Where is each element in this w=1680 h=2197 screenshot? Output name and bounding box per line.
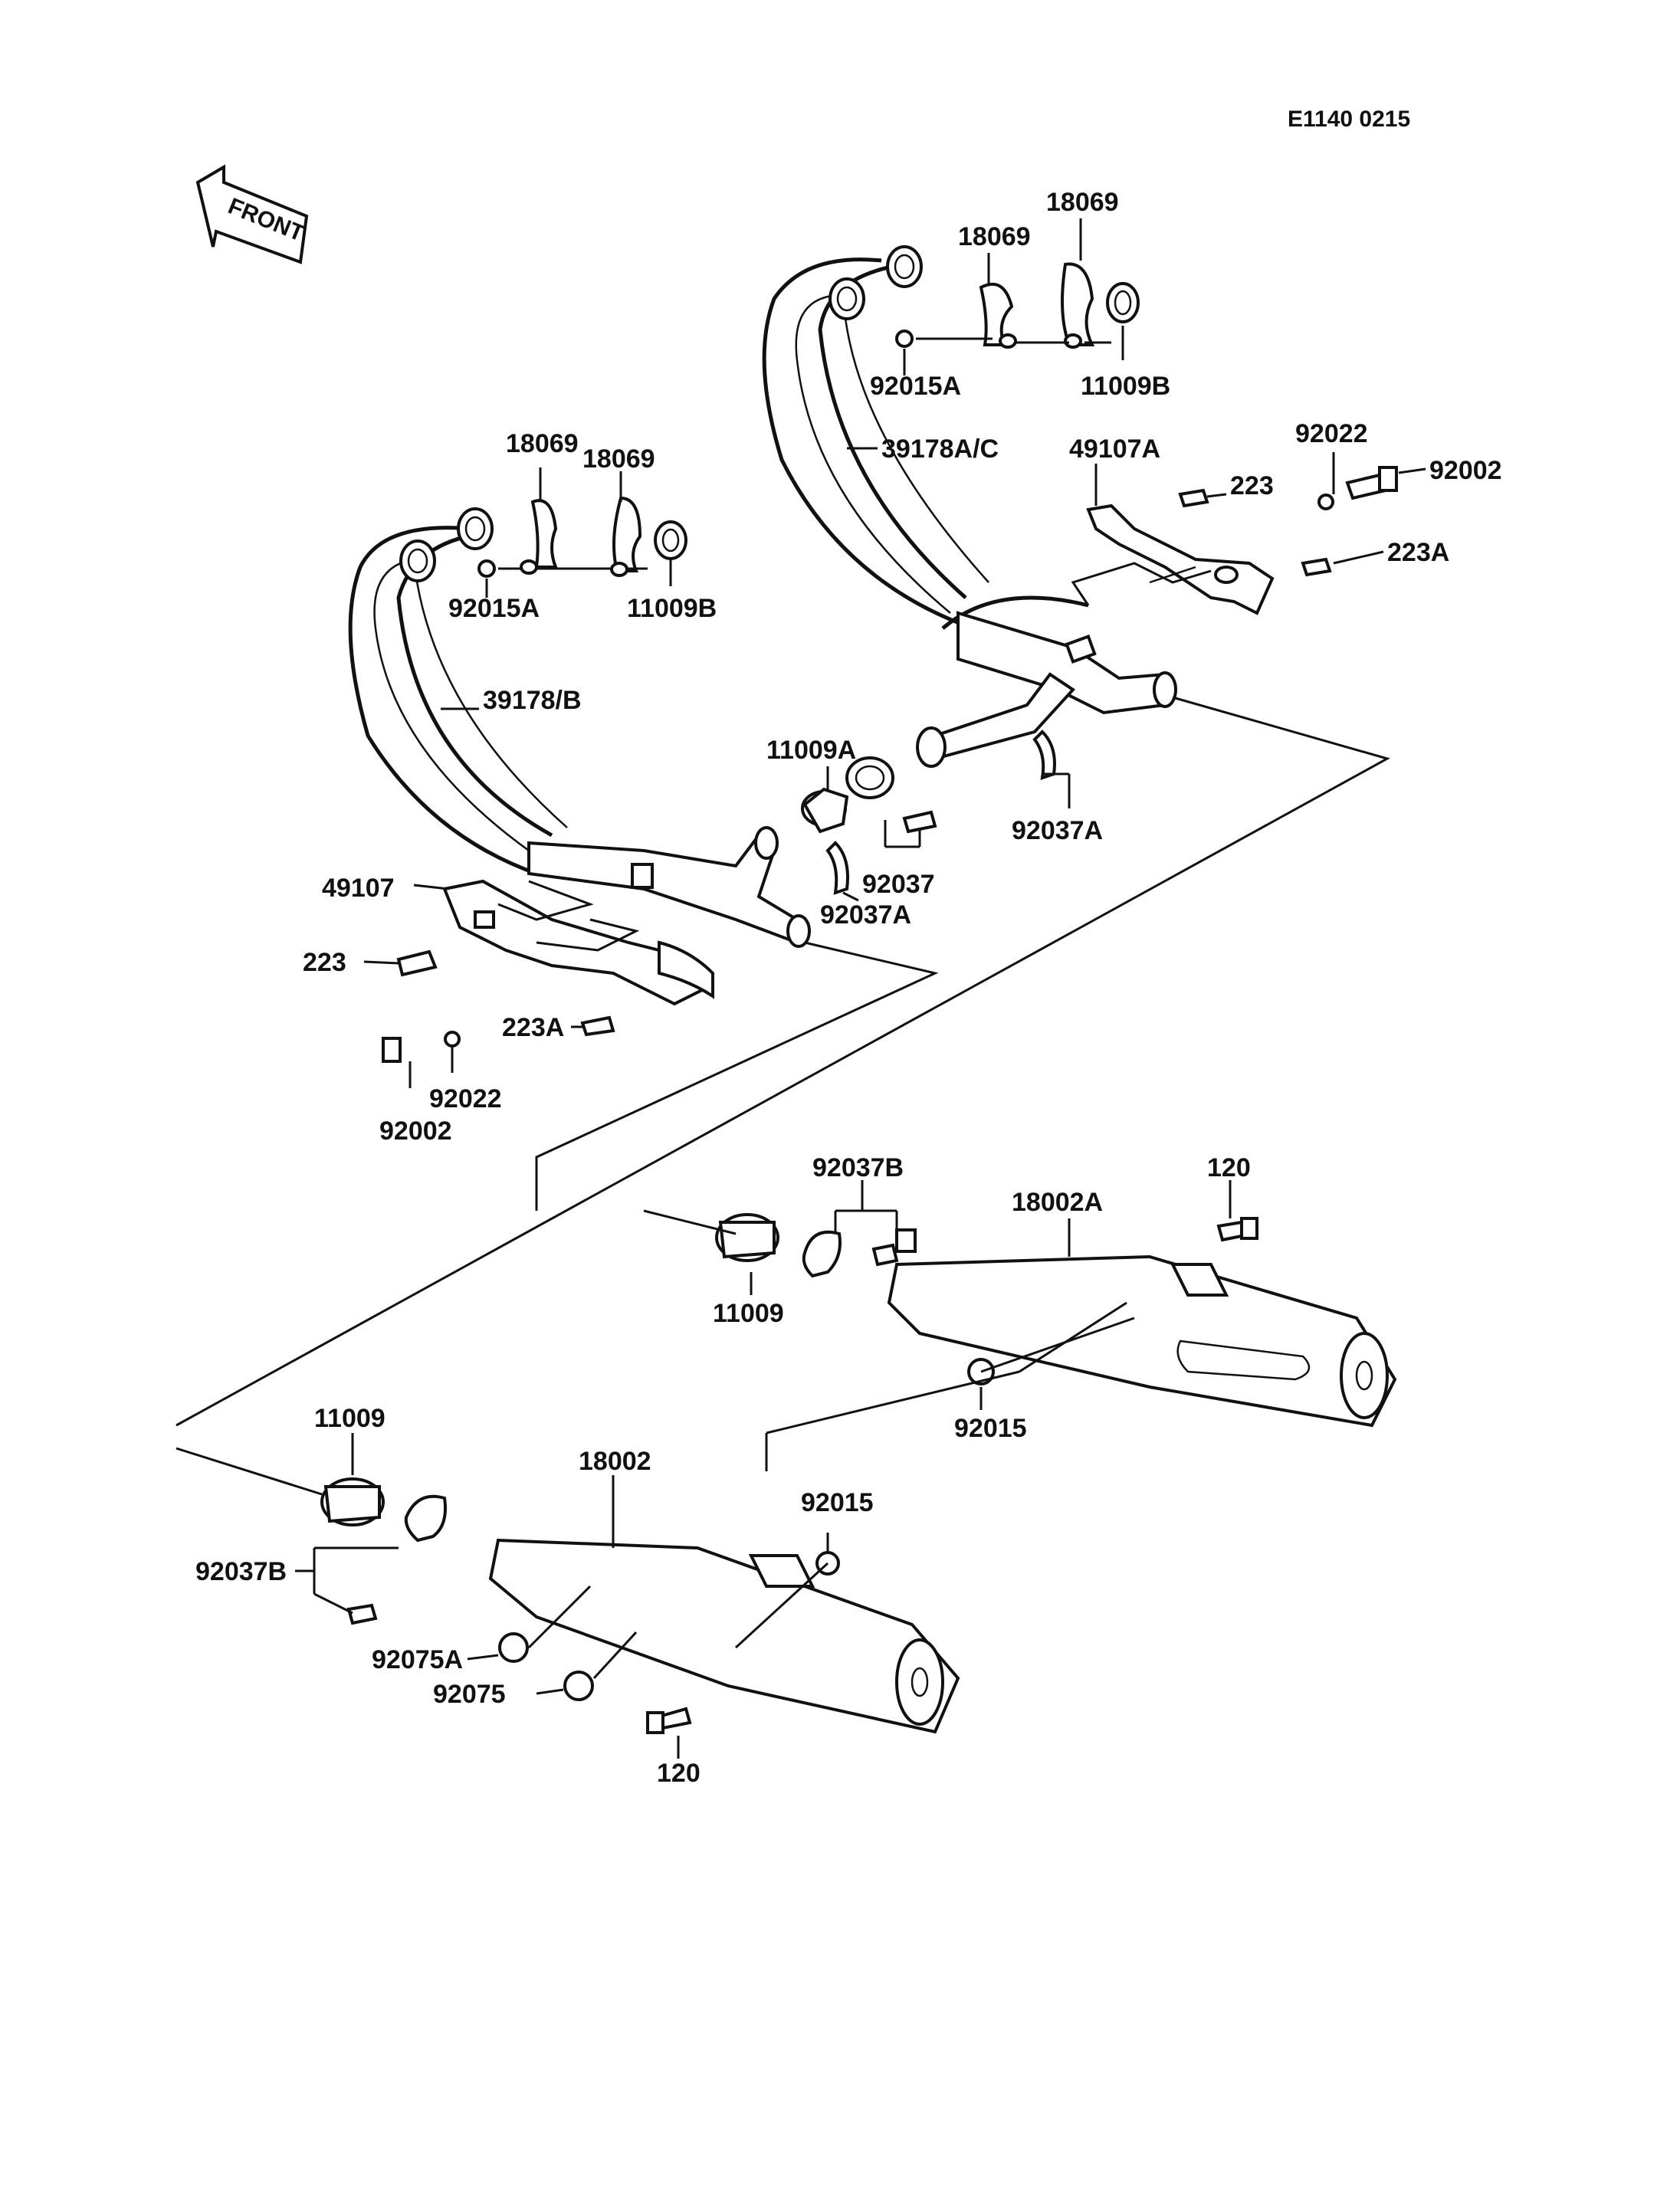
label-18002A: 18002A (1012, 1188, 1103, 1217)
label-223A: 223A (502, 1013, 564, 1042)
label-92037B: 92037B (812, 1153, 904, 1182)
label-11009B: 11009B (1081, 372, 1170, 401)
header-pipe-right (762, 245, 1177, 768)
label-92075A: 92075A (372, 1645, 463, 1674)
clamp-right-upper (895, 262, 1140, 349)
label-11009: 11009 (713, 1299, 784, 1328)
clamp-left-upper (477, 496, 687, 578)
connectors-middle (801, 730, 1056, 895)
muffler-18002 (320, 1477, 960, 1734)
label-11009A: 11009A (766, 736, 856, 765)
label-92075: 92075 (433, 1680, 506, 1709)
label-223: 223 (1230, 471, 1274, 500)
label-92002: 92002 (379, 1117, 452, 1146)
muffler-18002A (715, 1213, 1397, 1428)
label-120: 120 (657, 1759, 701, 1788)
label-18069: 18069 (958, 222, 1031, 251)
label-92015: 92015 (954, 1414, 1027, 1443)
label-92002: 92002 (1429, 456, 1502, 485)
label-223: 223 (303, 948, 346, 977)
label-92037A: 92037A (1012, 816, 1103, 845)
diagram-code: E1140 0215 (1288, 107, 1410, 132)
label-18069: 18069 (582, 444, 655, 474)
label-92015A: 92015A (448, 594, 540, 623)
label-11009B: 11009B (627, 594, 717, 623)
label-39178-B: 39178/B (483, 686, 582, 715)
bracket-49107 (382, 879, 714, 1063)
label-92037B: 92037B (195, 1557, 287, 1586)
bracket-49107A (1086, 466, 1398, 615)
label-223A: 223A (1387, 538, 1449, 567)
front-arrow-icon: FRONT (195, 164, 309, 264)
part-labels: 18069 18069 92015A 11009B 39178A/C 49107… (195, 188, 1502, 1788)
label-18069: 18069 (506, 429, 579, 458)
label-18002: 18002 (579, 1447, 651, 1476)
leader-lines (176, 218, 1426, 1759)
label-18069: 18069 (1046, 188, 1119, 217)
label-11009: 11009 (314, 1404, 386, 1433)
label-92037: 92037 (862, 870, 935, 899)
label-92022: 92022 (1295, 419, 1368, 448)
header-pipe-left (348, 507, 811, 948)
label-92037A: 92037A (820, 900, 911, 930)
label-92022: 92022 (429, 1084, 502, 1113)
label-49107A: 49107A (1069, 434, 1160, 464)
label-39178A-C: 39178A/C (881, 434, 999, 464)
label-92015A: 92015A (870, 372, 961, 401)
label-92015: 92015 (801, 1488, 874, 1517)
label-120: 120 (1207, 1153, 1251, 1182)
label-49107: 49107 (322, 874, 395, 903)
